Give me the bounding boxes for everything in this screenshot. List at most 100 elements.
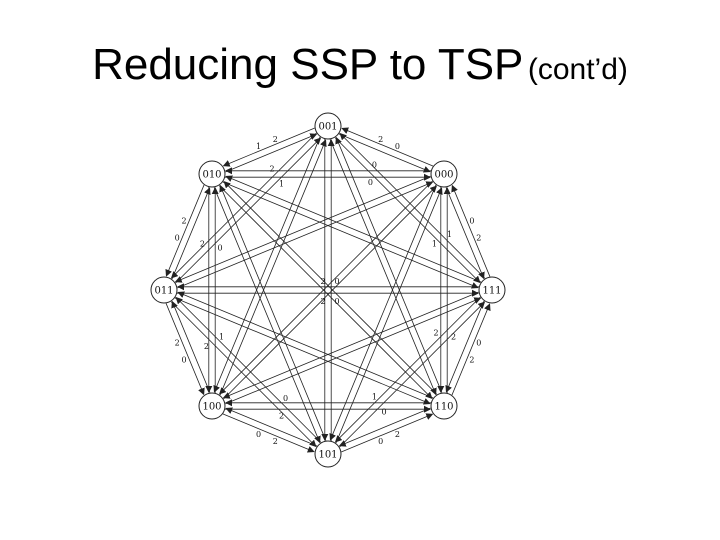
edge-111-100 — [222, 291, 479, 399]
inner-edge-label: 1 — [279, 180, 284, 189]
rim-edge-label: 2 — [273, 135, 278, 144]
node-label: 111 — [482, 286, 501, 297]
edge-110-001 — [335, 136, 443, 393]
node-label: 000 — [434, 170, 453, 181]
edge-001-000 — [338, 133, 431, 173]
rim-edge-label: 2 — [273, 437, 278, 446]
node-011: 011 — [150, 276, 178, 304]
edge-011-000 — [177, 181, 434, 289]
center-edge-label: 0 — [334, 277, 339, 286]
title-suffix: (cont’d) — [527, 53, 628, 86]
edge-101-110 — [341, 413, 434, 453]
rim-edge-label: 0 — [476, 339, 481, 348]
edge-001-010 — [222, 127, 315, 167]
edge-100-000 — [223, 185, 438, 400]
node-010: 010 — [198, 160, 226, 188]
edge-110-011 — [177, 291, 434, 399]
edge-001-100 — [213, 136, 321, 393]
edge-011-101 — [170, 301, 317, 448]
node-circle — [430, 160, 458, 188]
node-circle — [150, 276, 178, 304]
node-label: 100 — [202, 402, 221, 413]
rim-edge-label: 2 — [476, 233, 481, 242]
inner-edge-label: 0 — [372, 160, 377, 169]
edge-111-000 — [451, 184, 491, 277]
rim-edge-label: 2 — [175, 339, 180, 348]
node-label: 110 — [434, 402, 453, 413]
rim-edge-label: 1 — [256, 142, 261, 151]
node-circle — [314, 112, 342, 140]
rim-edge-label: 0 — [469, 217, 474, 226]
inner-edge-label: 1 — [219, 332, 224, 341]
inner-edge-label: 0 — [283, 394, 288, 403]
node-circle — [478, 276, 506, 304]
edge-010-111 — [222, 181, 479, 289]
rim-edge-label: 2 — [182, 217, 187, 226]
edge-001-111 — [334, 137, 481, 284]
title-main: Reducing SSP to TSP — [92, 40, 524, 89]
edge-011-001 — [175, 137, 322, 284]
inner-edge-label: 1 — [432, 240, 437, 249]
node-000: 000 — [430, 160, 458, 188]
inner-edge-label: 0 — [217, 244, 222, 253]
edge-000-001 — [341, 127, 434, 167]
rim-edge-label: 0 — [175, 233, 180, 242]
edge-111-010 — [225, 175, 482, 283]
rim-edge-label: 0 — [395, 142, 400, 151]
node-001: 001 — [314, 112, 342, 140]
edge-101-111 — [339, 301, 486, 448]
inner-edge-label: 2 — [204, 342, 209, 351]
inner-edge-label: 2 — [433, 328, 438, 337]
edge-001-110 — [329, 139, 437, 396]
edge-110-111 — [451, 303, 491, 396]
edge-001-011 — [170, 132, 317, 279]
edge-111-001 — [339, 132, 486, 279]
edge-010-011 — [165, 184, 205, 277]
node-111: 111 — [478, 276, 506, 304]
edge-000-111 — [445, 187, 485, 280]
edge-100-001 — [219, 139, 327, 396]
node-label: 001 — [318, 122, 337, 133]
inner-edge-label: 2 — [269, 164, 274, 173]
edge-011-110 — [174, 297, 431, 405]
edge-100-111 — [225, 297, 482, 405]
edge-101-010 — [219, 184, 327, 441]
edge-000-011 — [174, 175, 431, 283]
rim-edge-label: 0 — [182, 355, 187, 364]
edges-layer — [165, 127, 491, 453]
edge-101-100 — [225, 407, 318, 447]
rim-edge-label: 2 — [469, 355, 474, 364]
rim-edge-label: 2 — [395, 430, 400, 439]
center-edge-label: 0 — [334, 297, 339, 306]
rim-edge-label: 0 — [378, 437, 383, 446]
inner-edge-label: 1 — [372, 392, 377, 401]
edge-010-001 — [225, 133, 318, 173]
edge-100-101 — [222, 413, 315, 453]
center-edge-label: 2 — [320, 297, 325, 306]
node-101: 101 — [314, 440, 342, 468]
edge-010-110 — [218, 185, 433, 400]
edge-100-011 — [171, 300, 211, 393]
node-circle — [314, 440, 342, 468]
inner-edge-label: 1 — [447, 230, 452, 239]
inner-edge-label: 0 — [368, 178, 373, 187]
node-label: 101 — [318, 450, 337, 461]
node-circle — [430, 392, 458, 420]
node-label: 011 — [154, 286, 173, 297]
edge-111-110 — [445, 300, 485, 393]
inner-edge-label: 2 — [200, 240, 205, 249]
inner-edge-label: 0 — [381, 408, 386, 417]
inner-edge-label: 2 — [279, 412, 284, 421]
rim-edge-label: 0 — [256, 430, 261, 439]
edge-111-101 — [334, 296, 481, 443]
node-label: 010 — [202, 170, 221, 181]
edge-000-101 — [329, 184, 437, 441]
node-110: 110 — [430, 392, 458, 420]
node-circle — [198, 392, 226, 420]
edge-010-101 — [213, 187, 321, 444]
node-100: 100 — [198, 392, 226, 420]
center-edge-label: 2 — [320, 277, 325, 286]
